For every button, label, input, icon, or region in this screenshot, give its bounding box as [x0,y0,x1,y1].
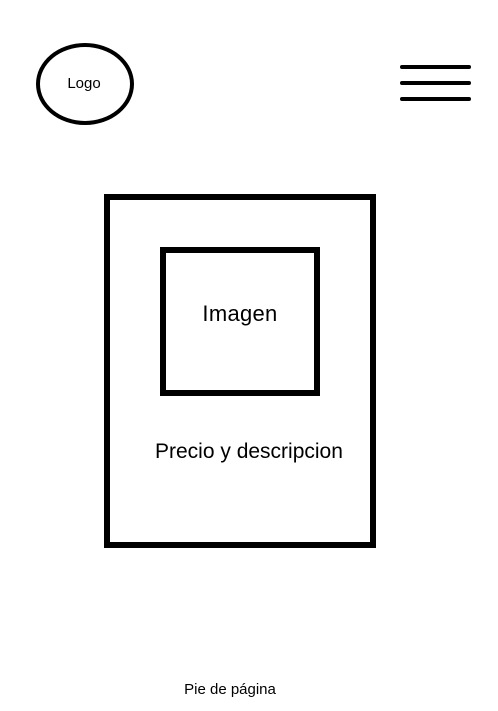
logo-label: Logo [67,74,101,92]
product-image-placeholder: Imagen [160,247,320,396]
menu-button[interactable] [400,65,471,102]
footer-label: Pie de página [184,681,276,698]
price-description-label: Precio y descripcion [155,440,343,463]
menu-bar-bottom [400,97,471,101]
menu-bar-middle [400,81,471,85]
logo[interactable]: Logo [36,43,134,125]
image-label: Imagen [202,301,278,326]
product-card[interactable] [104,194,376,548]
menu-bar-top [400,65,471,69]
